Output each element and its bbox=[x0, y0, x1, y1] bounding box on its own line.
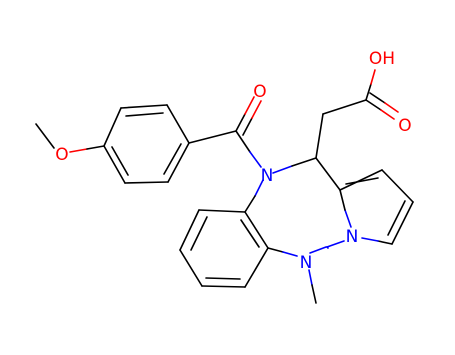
benzo-bond-2 bbox=[179, 209, 200, 251]
bond-co-a bbox=[235, 113, 246, 132]
pyrrole-bond-1-inner bbox=[345, 177, 379, 185]
atom-o-carbonyl: O bbox=[253, 82, 266, 102]
bond-c-o2-b bbox=[384, 102, 399, 113]
benzo-bond-3 bbox=[179, 249, 203, 287]
pyrrole-bond-2 bbox=[381, 169, 414, 203]
bond-benzo-nme-a bbox=[267, 247, 284, 253]
ring1-bond-5 bbox=[124, 181, 169, 184]
bond-methyl-o bbox=[35, 123, 55, 149]
bond-co-b-red bbox=[251, 100, 262, 119]
bond-c-o-b bbox=[380, 109, 395, 120]
bond-n-n-a bbox=[326, 240, 345, 248]
bond-ch-pyrrole bbox=[315, 157, 341, 191]
pyrrole-bond-3 bbox=[391, 201, 414, 245]
bond-c-n-a bbox=[235, 130, 251, 153]
atom-n-methyl: N bbox=[300, 253, 313, 273]
bond-n-ch-b bbox=[291, 157, 317, 167]
benzo-bond-2-inner bbox=[190, 216, 208, 251]
ring1-bond-2 bbox=[120, 104, 168, 109]
bond-c-oh-b bbox=[370, 69, 376, 85]
bond-ring-carbonyl bbox=[188, 130, 237, 144]
pyrrole-bond-5-n bbox=[344, 209, 352, 228]
ring1-bond-2-inner bbox=[125, 112, 164, 117]
pyrrole-bond-1 bbox=[339, 169, 383, 191]
bond-o-aryl-a bbox=[69, 148, 88, 153]
bond-c-n-b bbox=[249, 151, 262, 168]
bond-ch-ch2 bbox=[315, 113, 324, 159]
ring1-bond-4 bbox=[167, 142, 190, 183]
atom-o-acid: O bbox=[398, 116, 411, 136]
bond-ch2-cooh bbox=[322, 99, 367, 115]
atom-o-methoxy: O bbox=[55, 145, 68, 165]
bond-n-n-b bbox=[326, 246, 329, 249]
atom-n-pyrrole: N bbox=[346, 227, 359, 247]
bond-n-benzo-b bbox=[244, 195, 256, 213]
bond-co-b bbox=[242, 117, 253, 136]
pyrrole-bond-5 bbox=[339, 189, 346, 211]
bond-c-o-a bbox=[365, 99, 382, 111]
bond-co-a-red bbox=[244, 96, 255, 115]
benzo-bond-5 bbox=[244, 247, 269, 288]
bond-benzo-nme-b bbox=[282, 251, 298, 257]
bond-n-benzo-a bbox=[254, 179, 264, 197]
bond-n-me-b bbox=[311, 284, 317, 304]
benzo-bond-6 bbox=[244, 211, 269, 249]
pyrrole-bond-4-n bbox=[361, 237, 379, 242]
atom-n-amide: N bbox=[261, 166, 274, 186]
ring1-bond-6-inner bbox=[111, 146, 129, 176]
ring1-bond-6 bbox=[103, 145, 126, 184]
benzo-bond-1 bbox=[198, 209, 246, 213]
pyrrole-bond-4 bbox=[377, 240, 393, 245]
pyrrole-bond-3-inner bbox=[387, 200, 406, 236]
benzo-bond-4 bbox=[201, 285, 246, 288]
bond-o-aryl-b bbox=[86, 145, 105, 150]
benzo-bond-6-inner bbox=[240, 219, 260, 248]
atom-oh: OH bbox=[369, 49, 395, 69]
ring1-bond-1 bbox=[103, 107, 122, 147]
bond-c-o2-a bbox=[369, 92, 386, 104]
benzo-bond-4-inner bbox=[205, 277, 241, 280]
bond-c-oh-a bbox=[365, 83, 372, 101]
bond-n-me-a bbox=[308, 269, 313, 286]
bond-n-n-c bbox=[309, 246, 327, 254]
ring1-bond-3 bbox=[166, 104, 190, 144]
bond-n-ch-a bbox=[272, 165, 293, 174]
ring1-bond-4-inner bbox=[163, 143, 182, 175]
